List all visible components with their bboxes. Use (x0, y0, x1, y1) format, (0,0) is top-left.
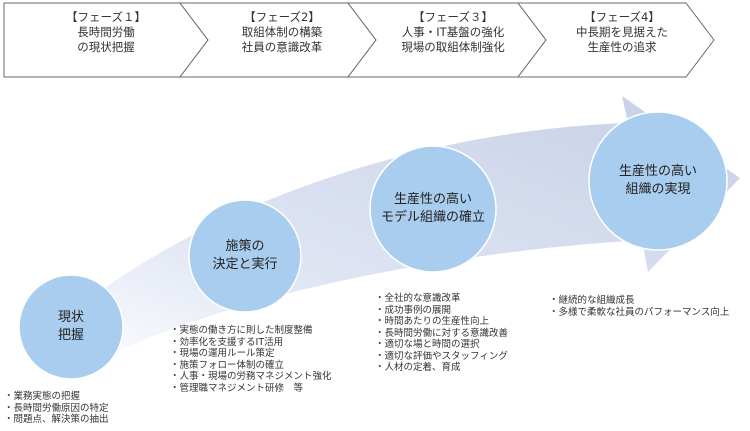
stage-2-line2: 決定と実行 (212, 257, 278, 272)
list-item: 時間あたりの生産性向上 (375, 316, 508, 328)
stage-4-line2: 組織の実現 (625, 182, 691, 197)
list-item: 人事・現場の労務マネジメント強化 (170, 371, 332, 383)
phase-3: 【フェーズ３】 人事・IT基盤の強化 現場の取組体制強化 (368, 10, 538, 55)
stage-circle-3 (369, 145, 497, 273)
phase-3-line1: 人事・IT基盤の強化 (401, 25, 505, 39)
stage-3-bullets: 全社的な意識改革 成功事例の展開 時間あたりの生産性向上 長時間労働に対する意識… (375, 293, 509, 374)
list-item: 効率化を支援するIT活用 (170, 337, 332, 349)
list-item: 継続的な組織成長 (549, 295, 729, 307)
stage-circle-1 (18, 274, 124, 380)
list-item: 適切な評価やスタッフィング (375, 351, 508, 363)
stage-4-bullets: 継続的な組織成長 多様で柔軟な社員のパフォーマンス向上 (549, 295, 730, 319)
phase-2-label: 【フェーズ2】 (244, 10, 320, 24)
phase-3-line2: 現場の取組体制強化 (401, 40, 505, 54)
stage-circle-2 (188, 199, 302, 313)
phase-4-line2: 生産性の追求 (587, 40, 657, 54)
phase-1-line2: の現状把握 (77, 40, 135, 54)
list-item: 全社的な意識改革 (375, 293, 508, 305)
stage-1-bullets: 業務実態の把握 長時間労働原因の特定 問題点、解決策の抽出 (4, 391, 109, 426)
stage-4-title: 生産性の高い 組織の実現 (589, 112, 727, 250)
list-item: 実態の働き方に則した制度整備 (170, 325, 332, 337)
stage-3-line1: 生産性の高い (393, 192, 472, 207)
phase-2-line2: 社員の意識改革 (241, 40, 323, 54)
phase-4: 【フェーズ4】 中長期を見据えた 生産性の追求 (537, 10, 707, 55)
stage-1-title: 現状 把握 (19, 275, 123, 379)
list-item: 現場の運用ルール策定 (170, 348, 332, 360)
stage-2-line1: 施策の (225, 239, 265, 254)
list-item: 問題点、解決策の抽出 (4, 414, 109, 426)
stage-circle-4 (588, 111, 728, 251)
stage-4-line1: 生産性の高い (618, 164, 697, 179)
list-item: 管理職マネジメント研修 等 (170, 383, 332, 395)
phase-chevron-4 (516, 2, 715, 78)
stage-2-bullets: 実態の働き方に則した制度整備 効率化を支援するIT活用 現場の運用ルール策定 施… (170, 325, 332, 394)
phase-4-label: 【フェーズ4】 (584, 10, 660, 24)
list-item: 成功事例の展開 (375, 305, 508, 317)
list-item: 長時間労働に対する意識改善 (375, 328, 509, 340)
stage-1-line1: 現状 (57, 310, 84, 325)
list-item: 人材の定着、育成 (375, 362, 508, 374)
list-item: 業務実態の把握 (4, 391, 109, 403)
phase-2-line1: 取組体制の構築 (241, 25, 323, 39)
stage-1-line2: 把握 (57, 328, 84, 343)
phase-3-label: 【フェーズ３】 (413, 10, 493, 24)
phase-2: 【フェーズ2】 取組体制の構築 社員の意識改革 (197, 10, 367, 55)
stage-2-title: 施策の 決定と実行 (189, 200, 301, 312)
phase-4-line1: 中長期を見据えた (576, 25, 668, 39)
list-item: 長時間労働原因の特定 (4, 403, 109, 415)
phase-1-label: 【フェーズ１】 (66, 10, 146, 24)
list-item: 適切な場と時間の選択 (375, 339, 508, 351)
phase-chevrons (3, 2, 715, 78)
stage-3-line2: モデル組織の確立 (380, 210, 485, 225)
list-item: 多様で柔軟な社員のパフォーマンス向上 (549, 307, 730, 319)
phase-1: 【フェーズ１】 長時間労働 の現状把握 (21, 10, 191, 55)
phase-1-line1: 長時間労働 (77, 25, 135, 39)
list-item: 施策フォロー体制の確立 (170, 360, 332, 372)
stage-3-title: 生産性の高い モデル組織の確立 (370, 146, 496, 272)
